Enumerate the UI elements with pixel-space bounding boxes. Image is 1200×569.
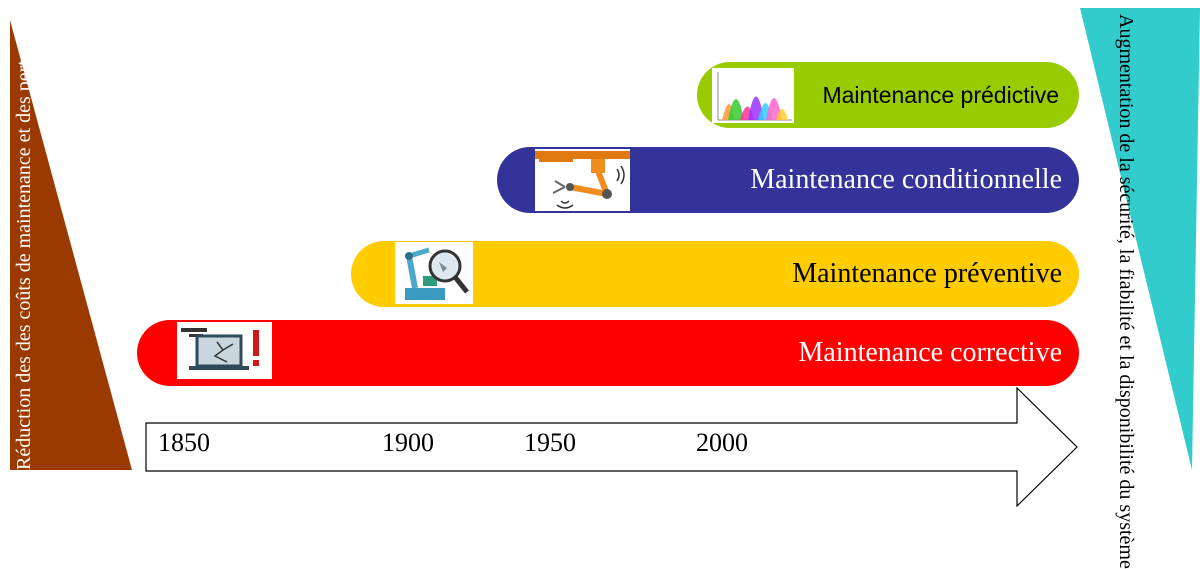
bar-corrective-label: Maintenance corrective xyxy=(798,337,1062,368)
bar-conditional-label: Maintenance conditionnelle xyxy=(750,164,1062,195)
year-1850: 1850 xyxy=(158,428,210,457)
cost-reduction-line-3: économiques xyxy=(13,0,35,38)
broken-laptop-icon xyxy=(177,322,272,379)
reliability-line-1: Augmentation de la sécurité, xyxy=(1115,14,1137,244)
year-1900: 1900 xyxy=(382,428,434,457)
reliability-triangle xyxy=(1080,8,1200,470)
cost-reduction-label: Réduction des des coûts de maintenance e… xyxy=(13,0,35,470)
reliability-line-3: du système xyxy=(1115,479,1137,569)
bar-preventive-label: Maintenance préventive xyxy=(792,258,1062,289)
robot-inspection-icon xyxy=(395,242,473,304)
cost-reduction-line-1: Réduction des des coûts de xyxy=(13,253,35,470)
year-1950: 1950 xyxy=(524,428,576,457)
bar-corrective-maintenance: Maintenance corrective xyxy=(137,320,1079,386)
reliability-label: Augmentation de la sécurité, la fiabilit… xyxy=(1115,14,1137,569)
bar-predictive-label: Maintenance prédictive xyxy=(822,81,1059,108)
timeline-arrow xyxy=(145,387,1078,507)
robot-arm-sensor-icon xyxy=(535,149,630,211)
cost-reduction-triangle xyxy=(10,20,132,470)
year-2000: 2000 xyxy=(696,428,748,457)
cost-reduction-line-2: maintenance et des pertes xyxy=(13,43,35,249)
spectrum-chart-icon xyxy=(712,68,794,123)
reliability-line-2: la fiabilité et la disponibilité xyxy=(1115,248,1137,475)
